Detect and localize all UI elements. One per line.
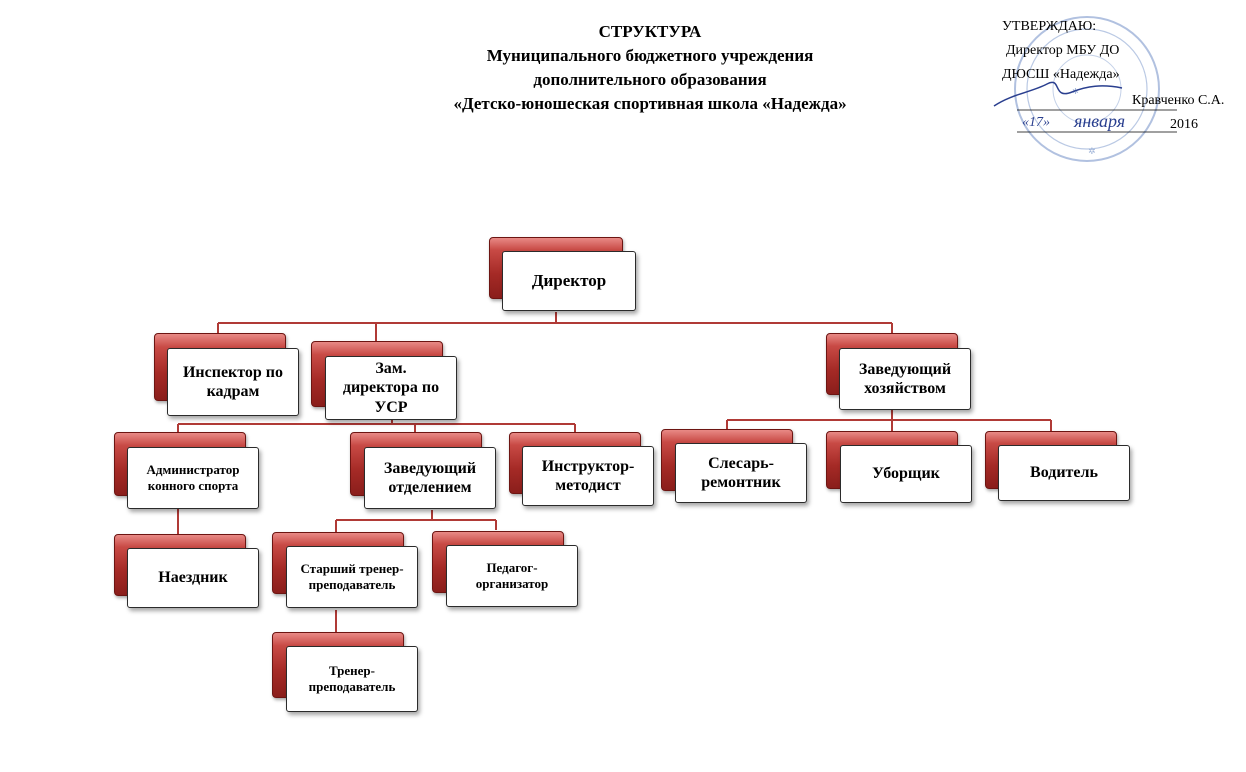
node-organizer-teacher-label: Педагог-организатор [446, 545, 578, 607]
svg-text:✲: ✲ [1088, 147, 1096, 157]
title-line-2: Муниципального бюджетного учреждения [486, 46, 814, 65]
approval-date-month: января [1074, 111, 1126, 131]
stamp-seal-icon: ✲ ✲ [1014, 16, 1160, 162]
page-title: СТРУКТУРА Муниципального бюджетного учре… [380, 20, 920, 116]
node-locksmith-label: Слесарь-ремонтник [675, 443, 807, 503]
node-director-label: Директор [502, 251, 636, 311]
node-senior-coach-label: Старший тренер-преподаватель [286, 546, 418, 608]
approval-stamp-block: ✲ ✲ УТВЕРЖДАЮ: Директор МБУ ДО ДЮСШ «Над… [992, 14, 1232, 164]
node-stable-admin-label: Администратор конного спорта [127, 447, 259, 509]
title-line-3: дополнительного образования [533, 70, 767, 89]
node-driver-label: Водитель [998, 445, 1130, 501]
signature-icon [993, 81, 1177, 133]
approval-date-day: «17» [1022, 115, 1050, 130]
approval-line-1: УТВЕРЖДАЮ: [1002, 19, 1097, 34]
node-department-head-label: Заведующий отделением [364, 447, 496, 509]
svg-text:✲: ✲ [1072, 87, 1079, 96]
node-rider-label: Наездник [127, 548, 259, 608]
approval-line-4: Кравченко С.А. [1132, 93, 1225, 108]
title-line-4: «Детско-юношеская спортивная школа «Наде… [453, 94, 847, 113]
node-hr-inspector-label: Инспектор по кадрам [167, 348, 299, 416]
approval-date-year: 2016 [1170, 117, 1198, 132]
approval-line-2: Директор МБУ ДО [1006, 43, 1120, 58]
approval-line-3: ДЮСШ «Надежда» [1002, 67, 1120, 82]
node-coach-label: Тренер-преподаватель [286, 646, 418, 712]
node-deputy-director-label: Зам. директора по УСР [325, 356, 457, 420]
node-instructor-methodist-label: Инструктор-методист [522, 446, 654, 506]
node-cleaner-label: Уборщик [840, 445, 972, 503]
node-household-head-label: Заведующий хозяйством [839, 348, 971, 410]
title-line-1: СТРУКТУРА [598, 22, 702, 41]
